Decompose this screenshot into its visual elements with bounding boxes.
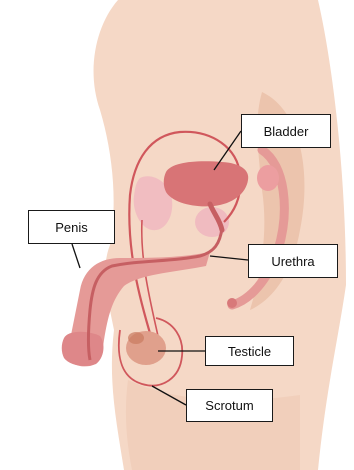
scrotum-label: Scrotum [186, 389, 273, 422]
glans [62, 332, 104, 366]
penis-label: Penis [28, 210, 115, 244]
leader-penis [72, 244, 80, 268]
bladder-label: Bladder [241, 114, 331, 148]
urethra-label: Urethra [248, 244, 338, 278]
testicle-label: Testicle [205, 336, 294, 366]
rectum-opening [227, 298, 237, 308]
epididymis [128, 332, 144, 344]
seminal-vesicle [257, 165, 279, 191]
